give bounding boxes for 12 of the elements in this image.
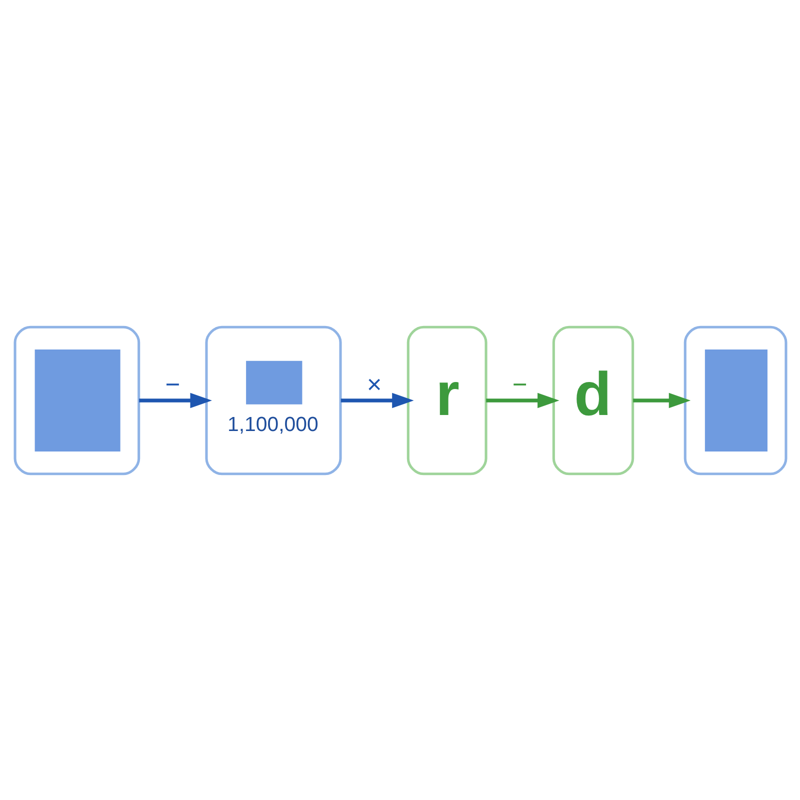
arrow — [486, 392, 559, 408]
node-box: r — [406, 325, 487, 475]
node-picture — [13, 325, 140, 475]
node-box: d — [552, 325, 634, 475]
arrow — [632, 392, 690, 408]
edge-label: − — [512, 370, 527, 398]
arrow — [340, 392, 414, 408]
edge-label: × — [366, 370, 382, 398]
node-box: 1,100,000 — [204, 325, 342, 475]
edge-label: − — [164, 370, 180, 398]
arrow — [138, 392, 212, 408]
node-picture — [683, 325, 787, 475]
